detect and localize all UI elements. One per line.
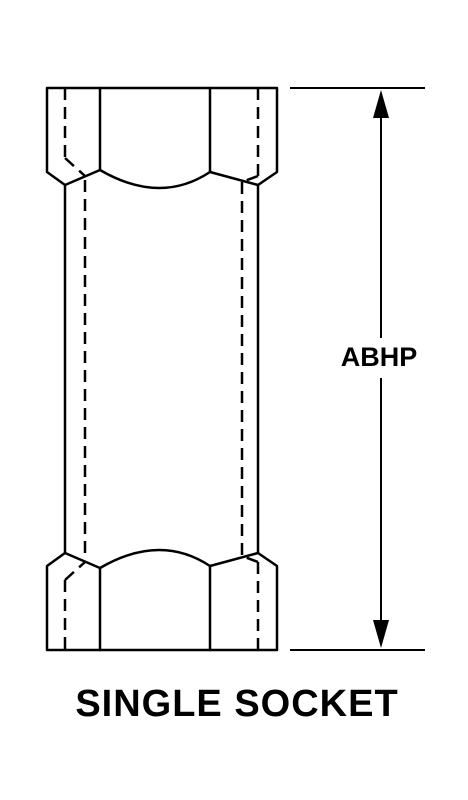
arrowhead-top xyxy=(373,90,389,118)
top-hex-end xyxy=(45,86,279,190)
length-dimension: ABHP xyxy=(290,87,425,651)
arrowhead-bottom xyxy=(373,620,389,648)
bottom-hex-end xyxy=(45,548,279,652)
socket-body xyxy=(63,180,260,560)
dimension-label: ABHP xyxy=(341,342,418,372)
caption: SINGLE SOCKET xyxy=(75,683,398,725)
